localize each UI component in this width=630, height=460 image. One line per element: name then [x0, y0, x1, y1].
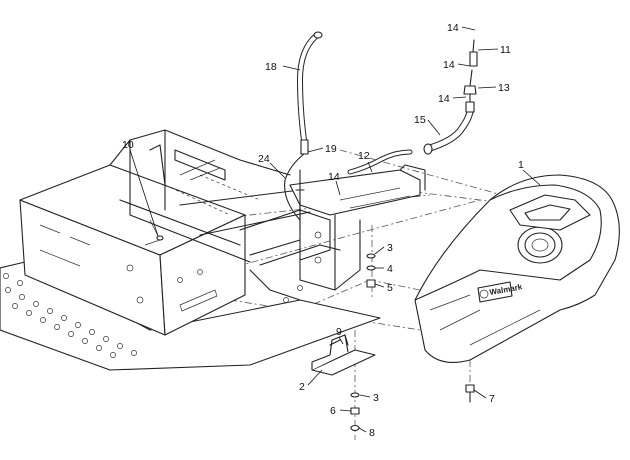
- callout-13: 13: [498, 82, 510, 94]
- filter-11: [469, 51, 478, 67]
- callout-4: 4: [387, 263, 393, 275]
- callout-3: 3: [373, 392, 379, 404]
- frame-assembly: [0, 129, 426, 371]
- callout-3: 3: [387, 242, 393, 254]
- callout-6: 6: [330, 405, 336, 417]
- callout-19: 19: [325, 143, 337, 155]
- callout-2: 2: [299, 381, 305, 393]
- fuel-tank: Walmark: [414, 174, 620, 363]
- callout-14: 14: [443, 59, 455, 71]
- fitting-19: [300, 139, 309, 155]
- callout-24: 24: [258, 153, 270, 165]
- callout-14: 14: [328, 171, 340, 183]
- hardware: [156, 235, 475, 432]
- callouts: 14 11 14 13 14 15 18 10 19 24 12 14 1 3 …: [122, 22, 524, 439]
- deck-holes: [3, 273, 137, 358]
- callout-15: 15: [414, 114, 426, 126]
- callout-11: 11: [500, 44, 511, 56]
- callout-10: 10: [122, 139, 134, 151]
- callout-8: 8: [369, 427, 375, 439]
- fuel-line-assembly: [284, 31, 478, 231]
- callout-9: 9: [336, 326, 342, 338]
- clamp-13: [463, 85, 477, 95]
- leader-lines: [129, 26, 541, 433]
- callout-14: 14: [438, 93, 450, 105]
- callout-14: 14: [447, 22, 459, 34]
- callout-7: 7: [489, 393, 495, 405]
- callout-12: 12: [358, 150, 370, 162]
- callout-5: 5: [387, 282, 393, 294]
- callout-18: 18: [265, 61, 277, 73]
- callout-1: 1: [518, 159, 524, 171]
